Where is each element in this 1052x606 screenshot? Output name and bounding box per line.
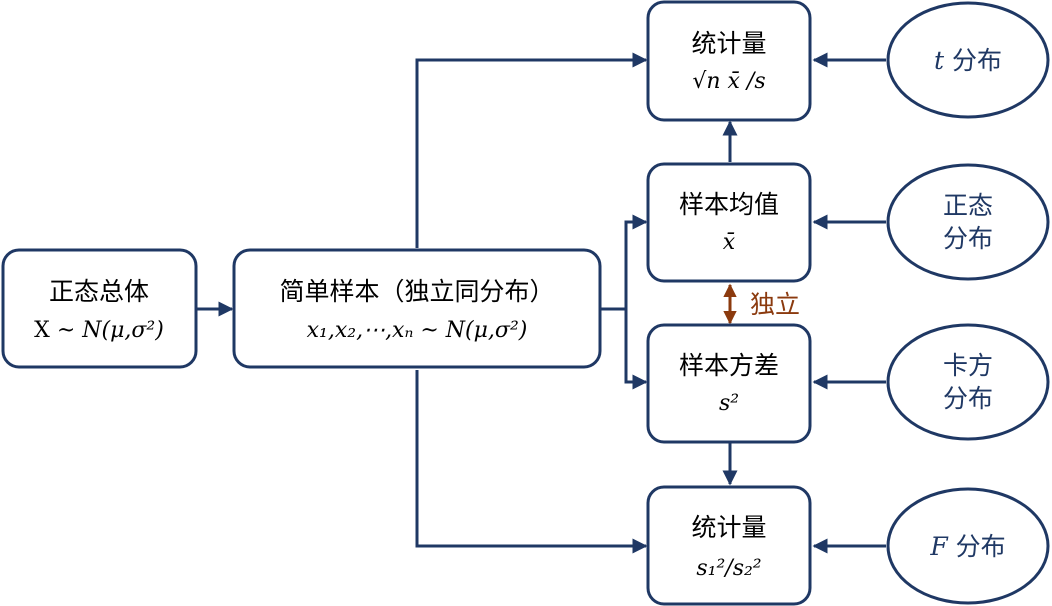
normal-distribution-ellipse — [886, 163, 1050, 281]
variance-box — [646, 323, 812, 444]
stat-t-formula: √n x̄ /s — [692, 69, 765, 94]
arrow-sample-to-stat-t — [415, 52, 648, 248]
sample-box — [232, 248, 602, 369]
stat-f-box — [646, 485, 812, 606]
variance-title: 样本方差 — [679, 351, 779, 380]
stat-f-formula: s₁²/s₂² — [696, 556, 761, 581]
sample-title: 简单样本（独立同分布） — [279, 277, 554, 306]
chi2-distribution-line2: 分布 — [943, 384, 993, 413]
t-distribution-ellipse — [886, 1, 1050, 119]
chi2-distribution-ellipse — [886, 323, 1050, 441]
sample-formula: x₁,x₂,⋯,xₙ ~ N(μ,σ²) — [307, 318, 528, 343]
independence-label: 独立 — [750, 290, 800, 319]
arrow-sample-to-mean — [624, 214, 648, 309]
variance-formula: s² — [719, 391, 739, 416]
chi2-distribution-line1: 卡方 — [943, 351, 993, 380]
population-box — [1, 248, 198, 369]
f-distribution-ellipse — [886, 487, 1050, 605]
mean-title: 样本均值 — [679, 190, 779, 219]
stat-f-title: 统计量 — [691, 513, 766, 542]
mean-box — [646, 162, 812, 283]
mean-formula: x̄ — [723, 230, 736, 255]
normal-distribution-line1: 正态 — [943, 191, 993, 220]
population-title: 正态总体 — [49, 277, 149, 306]
stat-t-box — [646, 0, 812, 122]
arrow-sample-to-variance — [624, 309, 648, 390]
stat-t-title: 统计量 — [691, 29, 766, 58]
population-formula: X ~ N(μ,σ²) — [34, 318, 164, 343]
normal-distribution-line2: 分布 — [943, 224, 993, 253]
arrow-sample-to-stat-f — [415, 370, 648, 554]
